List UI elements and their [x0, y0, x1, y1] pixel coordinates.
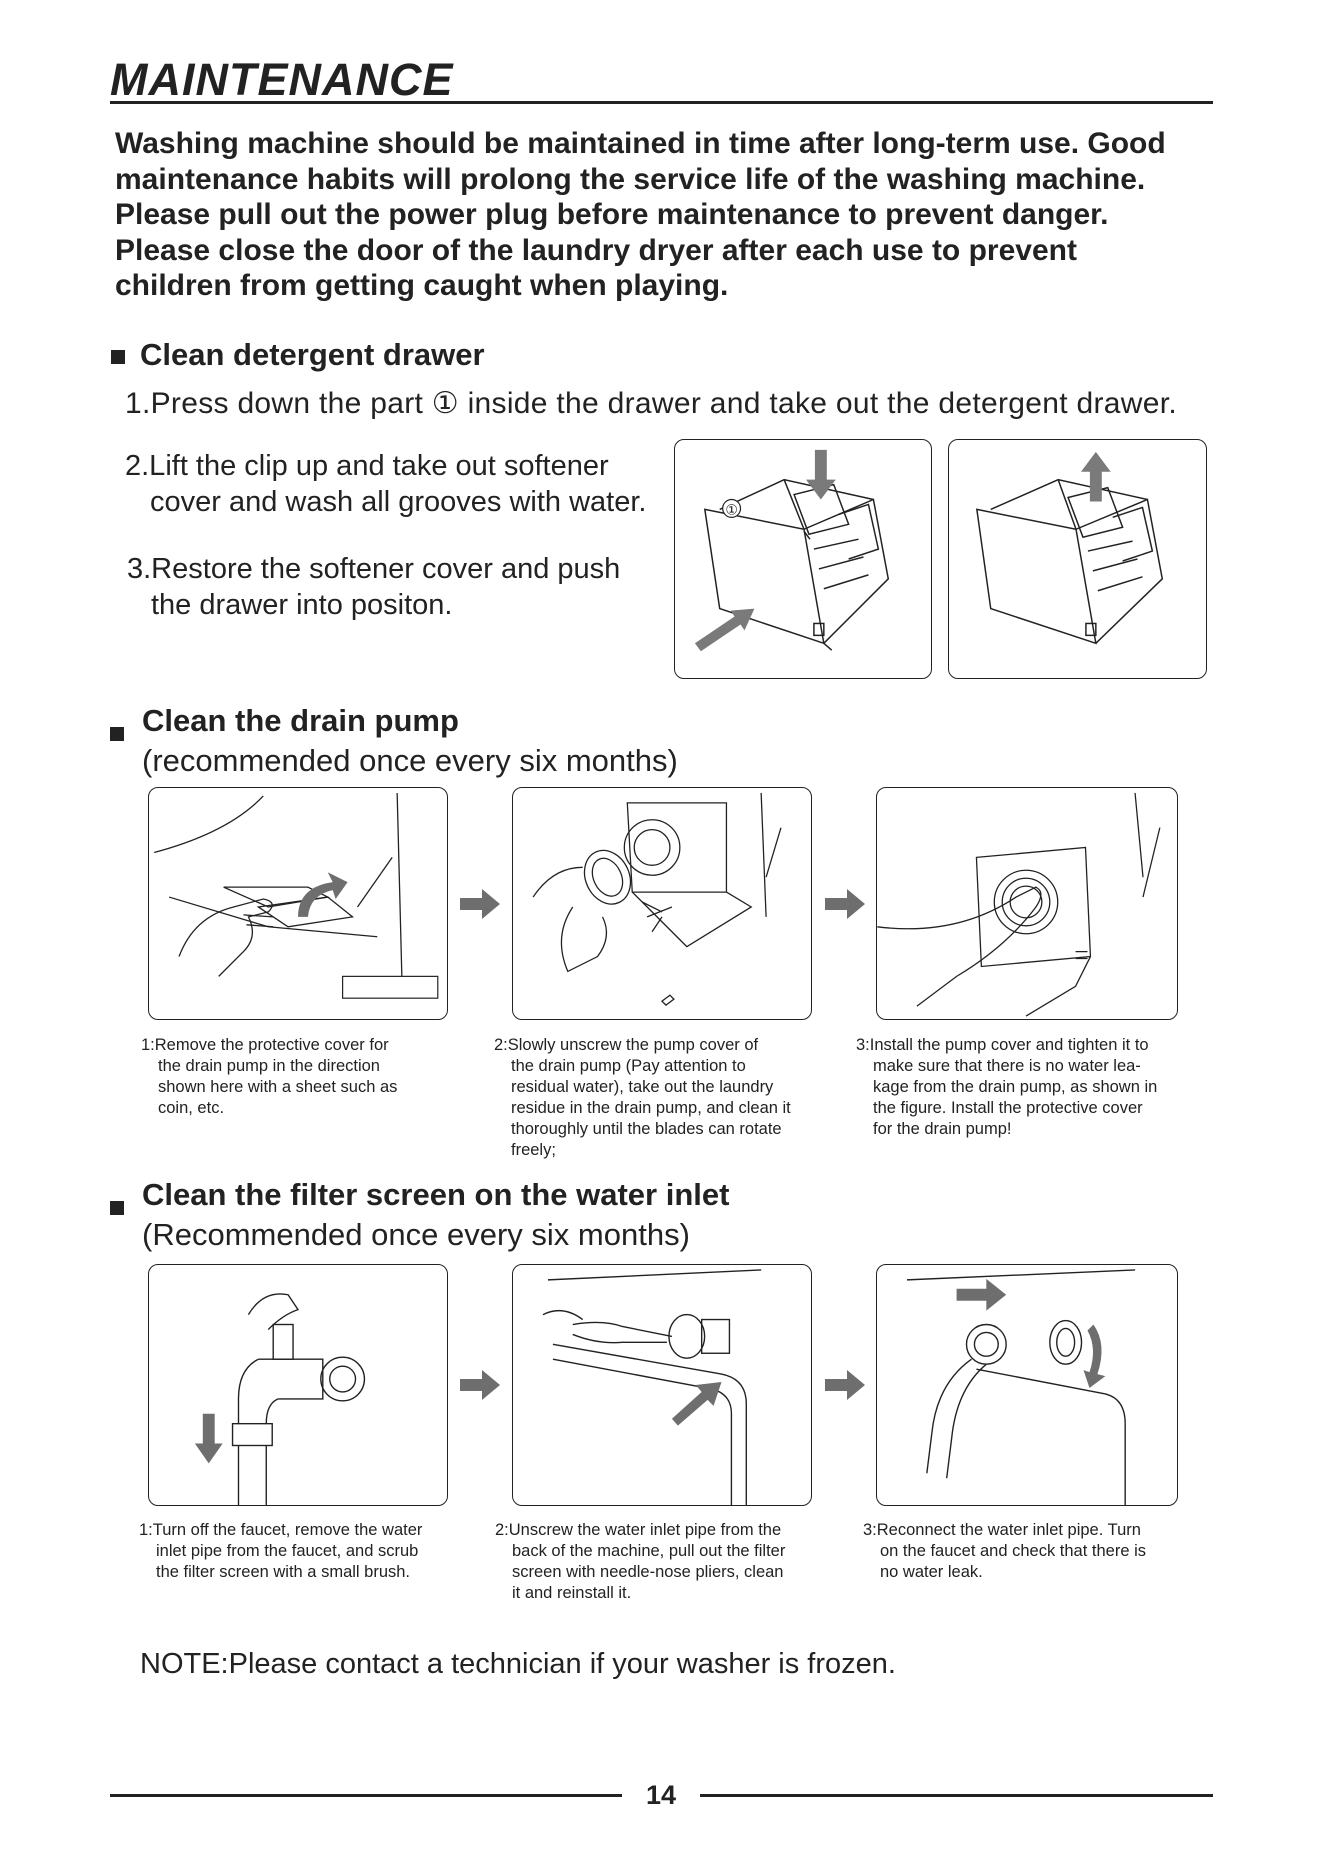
- title-underline: [110, 101, 1213, 104]
- detergent-step-3-cont: the drawer into positon.: [151, 589, 453, 621]
- section-title-detergent: Clean detergent drawer: [140, 337, 485, 372]
- section-subtitle-filter: (Recommended once every six months): [142, 1217, 690, 1252]
- intro-paragraph: Washing machine should be maintained in …: [115, 126, 1225, 304]
- caption-first-line: 1:Turn off the faucet, remove the water: [139, 1521, 423, 1539]
- drawer-illustration-press: ①: [674, 439, 932, 679]
- drawer-lift-drawing: [975, 451, 1164, 645]
- down-arrow-icon: [194, 1413, 223, 1464]
- filter-illustration-2: [512, 1264, 812, 1506]
- remove-cover-drawing: [154, 792, 439, 999]
- drain-pump-illustration-1: [148, 787, 448, 1020]
- drain-pump-caption-1: 1:Remove the protective cover for the dr…: [141, 1035, 501, 1119]
- drain-pump-caption-2: 2:Slowly unscrew the pump cover of the d…: [494, 1035, 854, 1161]
- detergent-step-2: 2.Lift the clip up and take out softener: [125, 450, 609, 482]
- intro-line: Please close the door of the laundry dry…: [115, 233, 1077, 267]
- caption-first-line: 2:Unscrew the water inlet pipe from the: [495, 1521, 782, 1539]
- intro-line: maintenance habits will prolong the serv…: [115, 162, 1146, 196]
- caption-rest: inlet pipe from the faucet, and scrub th…: [156, 1542, 419, 1581]
- rotate-arrow-icon: [298, 872, 348, 917]
- detergent-step-1: 1.Press down the part ① inside the drawe…: [125, 387, 1177, 420]
- intro-line: children from getting caught when playin…: [115, 269, 729, 302]
- footer-rule-left: [110, 1794, 622, 1797]
- drain-pump-illustration-2: [512, 787, 812, 1020]
- footer-rule-right: [700, 1794, 1213, 1797]
- section-bullet-icon: [110, 727, 124, 741]
- next-step-arrow-icon: [825, 889, 865, 919]
- page-number: 14: [645, 1780, 677, 1810]
- caption-first-line: 3:Reconnect the water inlet pipe. Turn: [863, 1521, 1141, 1539]
- caption-rest: the drain pump in the direction shown he…: [158, 1057, 398, 1117]
- caption-rest: the drain pump (Pay attention to residua…: [511, 1057, 791, 1159]
- caption-rest: make sure that there is no water lea- ka…: [873, 1057, 1158, 1138]
- filter-illustration-1: [148, 1264, 448, 1506]
- next-step-arrow-icon: [460, 1370, 500, 1400]
- reconnect-pipe-drawing: [906, 1269, 1136, 1505]
- drain-pump-illustration-3: [876, 787, 1178, 1020]
- page-title: MAINTENANCE: [110, 54, 454, 105]
- press-down-arrow-icon: [805, 449, 836, 500]
- filter-caption-2: 2:Unscrew the water inlet pipe from the …: [495, 1520, 855, 1604]
- filter-illustration-3: [876, 1264, 1178, 1506]
- drawer-press-drawing: ①: [694, 449, 890, 652]
- intro-line: Please pull out the power plug before ma…: [115, 198, 1109, 231]
- caption-first-line: 1:Remove the protective cover for: [141, 1036, 389, 1054]
- intro-line: Washing machine should be maintained in …: [115, 127, 1166, 160]
- section-bullet-icon: [110, 1201, 124, 1215]
- filter-caption-3: 3:Reconnect the water inlet pipe. Turn o…: [863, 1520, 1223, 1583]
- next-step-arrow-icon: [460, 889, 500, 919]
- pull-arrow-icon: [671, 1382, 722, 1426]
- section-bullet-icon: [111, 350, 125, 364]
- caption-first-line: 3:Install the pump cover and tighten it …: [856, 1036, 1149, 1054]
- pliers-drawing: [542, 1269, 762, 1505]
- faucet-drawing: [194, 1293, 366, 1505]
- detergent-step-2-cont: cover and wash all grooves with water.: [150, 486, 647, 518]
- next-step-arrow-icon: [825, 1370, 865, 1400]
- pull-out-arrow-icon: [694, 608, 755, 652]
- drain-pump-caption-3: 3:Install the pump cover and tighten it …: [856, 1035, 1216, 1140]
- detergent-step-3: 3.Restore the softener cover and push: [127, 553, 621, 585]
- turn-arrow-icon: [1083, 1324, 1106, 1388]
- install-cover-drawing: [877, 792, 1161, 1017]
- section-title-drain-pump: Clean the drain pump: [142, 703, 459, 738]
- section-subtitle-drain-pump: (recommended once every six months): [142, 743, 678, 778]
- section-title-filter: Clean the filter screen on the water inl…: [142, 1177, 730, 1212]
- caption-rest: back of the machine, pull out the filter…: [512, 1542, 786, 1602]
- unscrew-cover-drawing: [532, 792, 782, 1006]
- frozen-note: NOTE:Please contact a technician if your…: [140, 1648, 896, 1680]
- callout-marker: ①: [725, 501, 737, 517]
- push-arrow-icon: [956, 1278, 1007, 1311]
- caption-first-line: 2:Slowly unscrew the pump cover of: [494, 1036, 759, 1054]
- drawer-illustration-lift: [948, 439, 1207, 679]
- filter-caption-1: 1:Turn off the faucet, remove the water …: [139, 1520, 499, 1583]
- caption-rest: on the faucet and check that there is no…: [880, 1542, 1147, 1581]
- lift-up-arrow-icon: [1080, 451, 1111, 502]
